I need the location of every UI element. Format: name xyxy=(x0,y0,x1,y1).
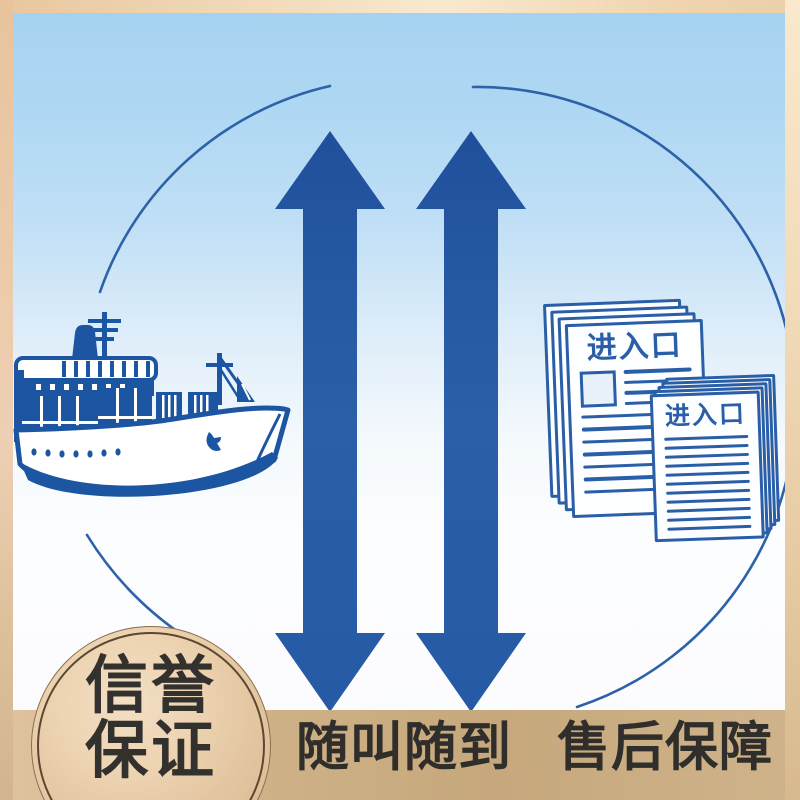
frame-border-left xyxy=(0,0,13,800)
document-title: 进入口 xyxy=(664,398,747,431)
document-text-lines xyxy=(664,435,752,532)
double-headed-arrow-left-icon xyxy=(275,131,385,712)
document-title: 进入口 xyxy=(586,327,684,367)
anchor-icon xyxy=(206,432,221,451)
frame-border-right xyxy=(785,0,800,800)
badge-line-2: 保证 xyxy=(85,713,217,787)
entry-documents-back-stack: 进入口 xyxy=(649,373,785,544)
cargo-ship-icon xyxy=(13,312,291,497)
banner-phrase-right: 售后保障 xyxy=(557,717,773,778)
document-checkbox xyxy=(579,369,617,408)
double-headed-arrow-right-icon xyxy=(416,131,526,712)
badge-line-1: 信誉 xyxy=(85,649,217,722)
reputation-badge: 信誉 保证 xyxy=(31,626,271,800)
frame-border-top xyxy=(0,0,800,13)
banner-phrase-left: 随叫随到 xyxy=(296,717,512,778)
document-sheet: 进入口 xyxy=(649,390,765,543)
